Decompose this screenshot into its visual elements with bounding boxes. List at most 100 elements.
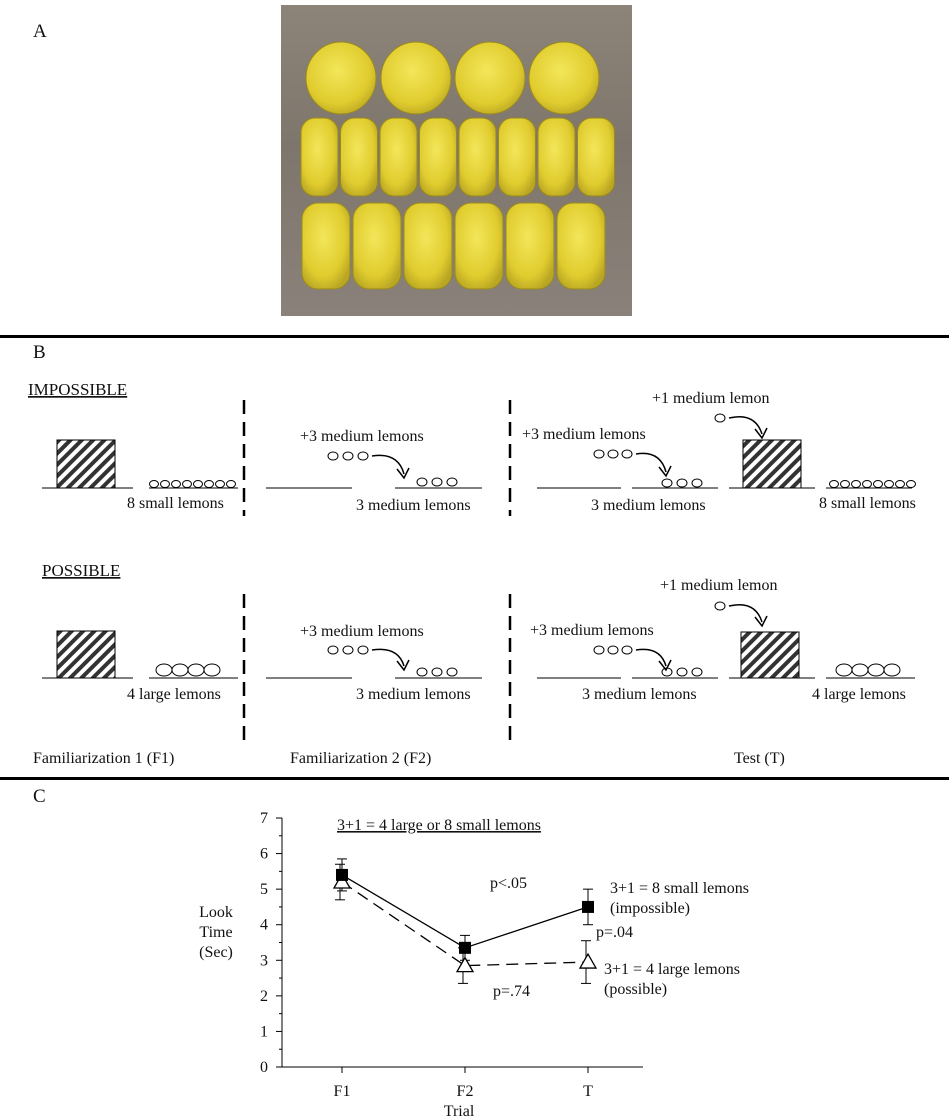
t-action-left-possible: +3 medium lemons bbox=[530, 622, 654, 639]
lemon-chunk-icon bbox=[352, 202, 402, 290]
y-tick-label: 6 bbox=[260, 846, 268, 863]
small-lemon-icon bbox=[204, 480, 214, 488]
small-lemon-icon bbox=[171, 480, 181, 488]
three-medium-lemons-icon bbox=[327, 645, 369, 655]
f2-action-impossible: +3 medium lemons bbox=[300, 428, 424, 445]
divider-bottom bbox=[0, 777, 949, 780]
one-medium-lemon-icon bbox=[714, 413, 726, 423]
annotation-p-74: p=.74 bbox=[493, 983, 530, 1000]
arrow-icon bbox=[635, 648, 667, 667]
panel-label-c: C bbox=[33, 786, 46, 807]
lemon-chunk-icon bbox=[403, 202, 453, 290]
data-point-possible bbox=[332, 872, 352, 889]
eight-small-lemons-icon bbox=[829, 480, 916, 488]
data-point-impossible bbox=[582, 900, 594, 913]
small-lemon-icon bbox=[862, 480, 872, 488]
screen-box-f1-impossible bbox=[56, 439, 116, 489]
arrow-icon bbox=[371, 648, 405, 667]
panel-label-a: A bbox=[33, 21, 47, 42]
series-label-possible: 3+1 = 4 large lemons bbox=[604, 961, 740, 978]
y-tick-label: 2 bbox=[260, 988, 268, 1005]
arrow-head-icon bbox=[658, 465, 672, 478]
lemon-chunk-icon bbox=[454, 202, 504, 290]
y-tick-label: 0 bbox=[260, 1059, 268, 1076]
t-action-left-impossible: +3 medium lemons bbox=[522, 426, 646, 443]
phase-label-test: Test (T) bbox=[734, 750, 785, 767]
lemon-slice-icon bbox=[577, 117, 615, 197]
f1-label-possible: 4 large lemons bbox=[127, 686, 221, 703]
y-axis-label: Look Time (Sec) bbox=[199, 904, 233, 961]
small-lemon-icon bbox=[851, 480, 861, 488]
arrow-head-icon bbox=[396, 659, 410, 672]
screen-box-f1-possible bbox=[56, 630, 116, 679]
lemon-half-icon bbox=[454, 41, 526, 115]
small-lemon-icon bbox=[193, 480, 203, 488]
y-tick-label: 7 bbox=[260, 810, 268, 827]
small-lemon-icon bbox=[906, 480, 916, 488]
chart-title: 3+1 = 4 large or 8 small lemons bbox=[337, 817, 541, 834]
f1-label-impossible: 8 small lemons bbox=[127, 495, 224, 512]
series-possible-line bbox=[341, 881, 589, 967]
y-axis-label-line-2: Time bbox=[199, 924, 232, 941]
lemon-slice-icon bbox=[498, 117, 536, 197]
lemon-pieces-illustration bbox=[300, 41, 615, 290]
screen-box-test-possible bbox=[740, 631, 800, 679]
arrow-head-icon bbox=[754, 615, 768, 628]
lemon-slice-icon bbox=[537, 117, 576, 197]
data-point-impossible bbox=[459, 941, 471, 954]
f2-label-possible: 3 medium lemons bbox=[356, 686, 471, 703]
data-point-possible bbox=[578, 952, 598, 969]
y-tick-label: 1 bbox=[260, 1023, 268, 1040]
three-medium-lemons-icon bbox=[661, 667, 703, 677]
small-lemon-icon bbox=[829, 480, 839, 488]
lemon-chunk-icon bbox=[505, 202, 555, 290]
lemon-half-icon bbox=[528, 41, 600, 115]
y-axis-label-line-1: Look bbox=[199, 904, 233, 921]
x-axis-label: Trial bbox=[444, 1103, 475, 1118]
y-tick-label: 4 bbox=[260, 917, 268, 934]
t-label-right-impossible: 8 small lemons bbox=[819, 495, 916, 512]
x-tick-label: F1 bbox=[334, 1083, 351, 1100]
lemon-slice-icon bbox=[300, 117, 339, 197]
series-label-impossible: (impossible) bbox=[610, 900, 690, 917]
lemon-half-icon bbox=[380, 41, 452, 115]
small-lemon-icon bbox=[884, 480, 894, 488]
small-lemon-icon bbox=[873, 480, 883, 488]
arrow-icon bbox=[728, 604, 763, 623]
t-label-left-impossible: 3 medium lemons bbox=[591, 497, 706, 514]
lemon-chunk-icon bbox=[556, 202, 606, 290]
phase-label-f2: Familiarization 2 (F2) bbox=[290, 750, 431, 767]
lemon-event-diagram: IMPOSSIBLE 8 small lemons +3 medium lemo… bbox=[28, 380, 916, 767]
arrow-icon bbox=[371, 454, 405, 475]
impossible-heading: IMPOSSIBLE bbox=[28, 380, 127, 399]
four-large-lemons-icon bbox=[835, 663, 901, 677]
y-tick-label: 5 bbox=[260, 881, 268, 898]
divider-top bbox=[0, 335, 949, 338]
lemon-slice-icon bbox=[340, 117, 378, 197]
arrow-head-icon bbox=[396, 467, 410, 480]
small-lemon-icon bbox=[895, 480, 905, 488]
phase-label-f1: Familiarization 1 (F1) bbox=[33, 750, 174, 767]
arrow-icon bbox=[635, 452, 667, 473]
data-point-impossible bbox=[336, 868, 348, 881]
f2-action-possible: +3 medium lemons bbox=[300, 623, 424, 640]
four-large-lemons-icon bbox=[155, 663, 221, 677]
one-medium-lemon-icon bbox=[714, 601, 726, 611]
series-label-impossible: 3+1 = 8 small lemons bbox=[610, 880, 749, 897]
small-lemon-icon bbox=[226, 480, 236, 488]
series-label-possible: (possible) bbox=[604, 981, 667, 998]
three-medium-lemons-icon bbox=[593, 449, 633, 459]
x-tick-label: T bbox=[583, 1083, 593, 1100]
small-lemon-icon bbox=[149, 480, 159, 488]
small-lemon-icon bbox=[840, 480, 850, 488]
three-medium-lemons-icon bbox=[327, 451, 369, 461]
possible-heading: POSSIBLE bbox=[42, 561, 120, 580]
three-medium-lemons-icon bbox=[593, 645, 633, 655]
data-point-possible bbox=[455, 956, 475, 973]
screen-box-test-impossible bbox=[742, 439, 802, 489]
small-lemon-icon bbox=[182, 480, 192, 488]
lemon-slice-icon bbox=[458, 117, 497, 197]
panel-label-b: B bbox=[33, 342, 46, 363]
annotation-p-04: p=.04 bbox=[596, 924, 633, 941]
arrow-head-icon bbox=[658, 659, 672, 672]
